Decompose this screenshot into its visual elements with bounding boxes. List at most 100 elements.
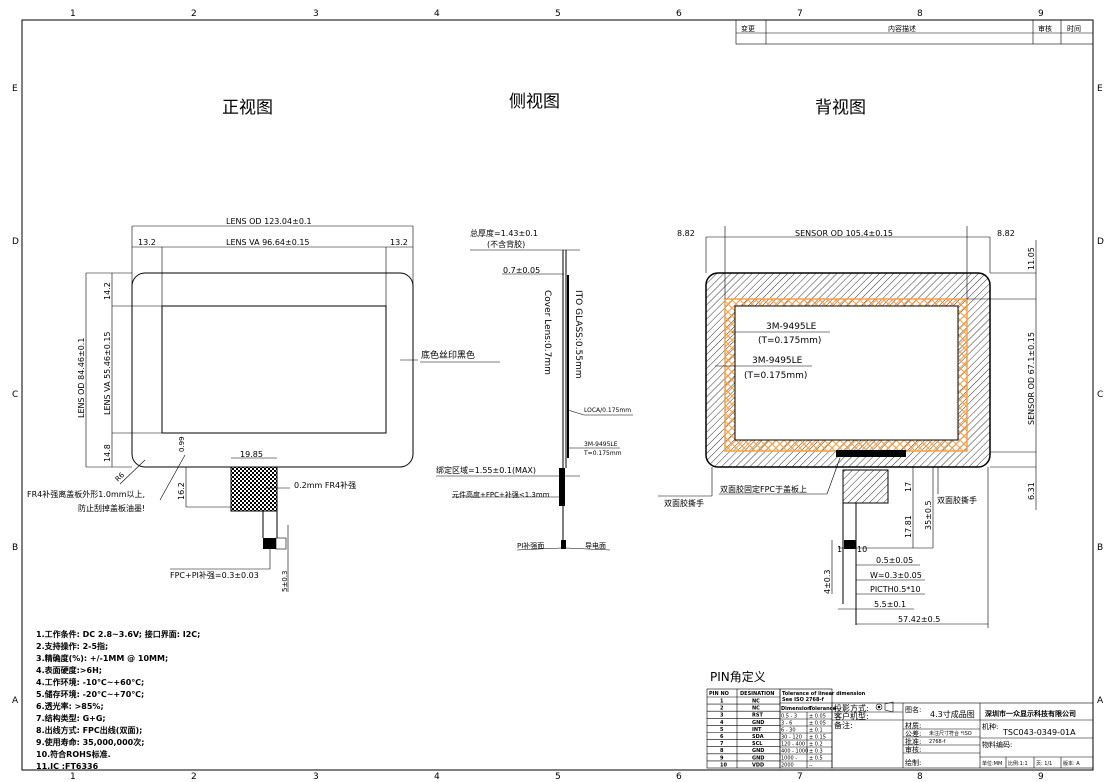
tab-left-label: 双面胶撕手 <box>664 498 704 508</box>
fpc-fix-label: 双面胶固定FPC于盖板上 <box>720 484 807 494</box>
fr4-warning-line1: FR4补强离盖板外形1.0mm以上, <box>27 489 145 499</box>
grid-col: 1 <box>70 772 76 782</box>
back-margin-left: 8.82 <box>677 229 695 238</box>
title-block: 投影方式: 客户机型: 备注: 图名: 4.3寸成品图 深圳市一众显示科技有限公… <box>831 701 1094 769</box>
back-bottom-dim: 6.31 <box>1027 482 1036 500</box>
fpc-contact <box>263 538 276 549</box>
pin-designation: RST <box>752 713 763 719</box>
lens-outline <box>131 272 414 468</box>
pin-no-header: PIN NO <box>709 691 729 697</box>
grid-col: 6 <box>676 772 682 782</box>
model-label: 机种: <box>982 722 998 731</box>
lens-od-height: LENS OD 84.46±0.1 <box>77 338 86 418</box>
grid-col: 7 <box>797 9 803 19</box>
tab-right-label: 双面胶撕手 <box>937 495 977 505</box>
pin-number: 10 <box>720 762 727 768</box>
pin-number: 5 <box>720 727 724 733</box>
front-view: LENS OD 123.04±0.1 LENS VA 96.64±0.15 13… <box>27 217 500 592</box>
grid-row: C <box>1097 390 1103 400</box>
grid-col: 5 <box>555 772 561 782</box>
tape2-label: 3M-9495LE <box>752 356 803 366</box>
margin-right: 13.2 <box>390 238 408 247</box>
grid-row: B <box>1097 543 1103 553</box>
dim-5-5: 5.5±0.1 <box>874 600 906 609</box>
lens-od-width: LENS OD 123.04±0.1 <box>226 217 312 226</box>
note: 7.结构类型: G+G; <box>36 713 106 723</box>
front-view-title: 正视图 <box>222 98 273 118</box>
cover-lens-label: Cover Lens:0.7mm <box>542 290 552 375</box>
pin-designation: SDA <box>752 734 764 740</box>
fr4-height: 16.2 <box>177 482 186 500</box>
grid-col: 8 <box>917 772 923 782</box>
dim-17: 17 <box>904 482 913 492</box>
remark-label: 备注: <box>834 720 853 730</box>
margin-left: 13.2 <box>138 238 156 247</box>
material-label: 材质: <box>905 721 921 730</box>
dim-4: 4±0.3 <box>823 569 832 594</box>
back-view-title: 背视图 <box>815 98 866 118</box>
tolerance-value: ± 0.5 <box>809 756 823 762</box>
note: 1.工作条件: DC 2.8~3.6V; 接口界面: I2C; <box>36 629 200 639</box>
corner-radius: R6 <box>114 471 127 484</box>
pin-designation: NC <box>752 699 760 705</box>
grid-row: A <box>1097 696 1104 706</box>
pin-designation: INT <box>752 727 762 733</box>
tolerance-dimension: 0.5 - 3 <box>781 714 797 720</box>
cover-thickness: 0.7±0.05 <box>503 266 540 275</box>
approve-value: 2768-f <box>929 739 946 745</box>
tolerance-value: ± 0.2 <box>809 742 823 748</box>
fpc-tail-length: 5±0.3 <box>281 571 289 592</box>
grid-col: 4 <box>434 772 440 782</box>
pin-number: 1 <box>720 699 724 705</box>
back-view: SENSOR OD 105.4±0.15 8.82 8.82 11.05 SEN… <box>658 226 1037 628</box>
revision-description-header: 内容描述 <box>888 24 916 33</box>
note: 5.储存环境: -20℃~+70℃; <box>36 689 144 699</box>
pin-designation: GND <box>752 755 764 761</box>
scale: 比例:1:1 <box>1008 760 1028 767</box>
note: 4.表面硬度:>6H; <box>36 665 102 675</box>
bond-area-label: 绑定区域=1.55±0.1(MAX) <box>436 465 536 475</box>
pin-number: 6 <box>720 734 724 740</box>
pin-10-label: 10 <box>857 545 867 554</box>
tolerance-value: ± 0.3 <box>809 749 823 755</box>
note: 11.IC :FT6336 <box>36 762 99 771</box>
drawing-name: 4.3寸成品图 <box>930 709 975 719</box>
tape-thickness: T=0.175mm <box>583 450 622 457</box>
grid-col: 3 <box>313 772 319 782</box>
bonding-area <box>559 468 565 506</box>
grid-row: B <box>12 543 18 553</box>
pin-number: 9 <box>720 755 724 761</box>
grid-col: 2 <box>191 772 197 782</box>
company-name: 深圳市一众显示科技有限公司 <box>985 709 1076 718</box>
offset-dim: 0.99 <box>178 436 186 452</box>
grid-row: E <box>1097 84 1103 94</box>
tolerance-value: -- <box>809 763 813 769</box>
grid-col: 2 <box>191 9 197 19</box>
tolerance-header: Tolerance <box>809 706 837 712</box>
note: 6.透光率: >85%; <box>36 701 104 711</box>
spec-notes: 1.工作条件: DC 2.8~3.6V; 接口界面: I2C; 2.支持操作: … <box>36 629 200 771</box>
grid-col: 1 <box>70 9 76 19</box>
customer-model-label: 客户机型: <box>834 711 869 721</box>
revision-time-header: 时间 <box>1067 24 1081 33</box>
sensor-od-height: SENSOR OD 67.1±0.15 <box>1027 332 1036 425</box>
pin-number: 3 <box>720 713 724 719</box>
dim-35: 35±0.5 <box>924 500 933 530</box>
grid-col: 9 <box>1038 9 1044 19</box>
revision-table: 变更 内容描述 审核 时间 <box>735 19 1094 45</box>
fpc-pi-thickness: FPC+PI补强=0.3±0.03 <box>170 570 259 580</box>
pi-stiffener <box>561 540 566 549</box>
version: 版本: A <box>1063 760 1080 767</box>
material-code-label: 物料编码: <box>982 740 1012 749</box>
unit: 单位:MM <box>982 760 1002 767</box>
pin-designation: GND <box>752 748 764 754</box>
note: 8.出线方式: FPC出线(双面); <box>36 725 142 735</box>
pin-number: 2 <box>720 706 724 712</box>
grid-columns-top: 1 2 3 4 5 6 7 8 9 <box>70 9 1044 19</box>
conductive-side-label: 导电面 <box>585 541 606 550</box>
grid-row: D <box>12 237 19 247</box>
loca-label: LOCA/0.175mm <box>584 407 631 414</box>
tolerance-label: 公差: <box>905 729 921 738</box>
fpc-gold-fingers <box>844 540 856 549</box>
